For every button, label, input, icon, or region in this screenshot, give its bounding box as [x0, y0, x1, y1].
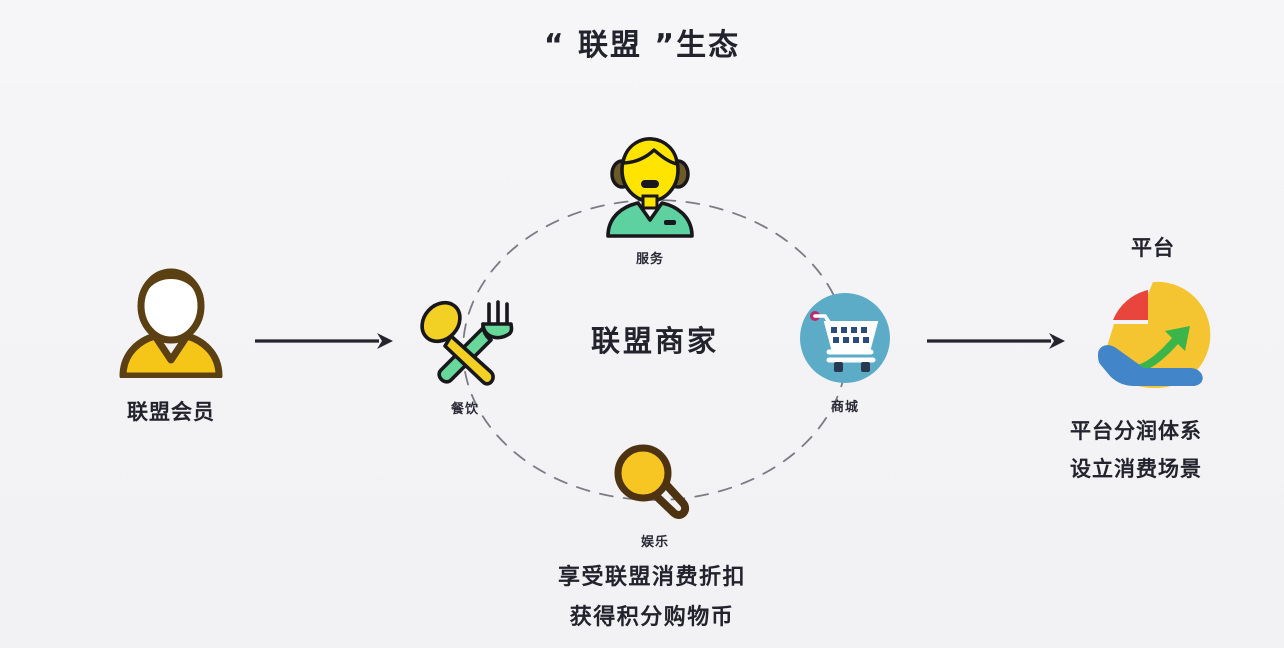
alliance-member-block: 联盟会员	[82, 268, 260, 426]
platform-line-1: 平台分润体系	[1070, 419, 1202, 443]
benefit-line-1: 享受联盟消费折扣	[557, 565, 746, 590]
magnifier-pan-icon	[595, 443, 715, 527]
benefit-line-2: 获得积分购物币	[569, 605, 735, 630]
spoon-fork-icon	[405, 296, 525, 394]
alliance-merchants-label: 联盟商家	[590, 324, 719, 358]
service-agent-icon	[590, 130, 710, 242]
member-benefits-text: 享受联盟消费折扣 获得积分购物币	[452, 558, 852, 638]
platform-block: 平台 平台分润体系 设立消费场景	[1052, 232, 1262, 488]
node-service[interactable]: 服务	[590, 130, 710, 267]
alliance-member-label: 联盟会员	[127, 400, 215, 424]
shopping-cart-icon	[785, 288, 905, 392]
node-food-label: 餐饮	[450, 402, 479, 417]
node-food[interactable]: 餐饮	[405, 296, 525, 417]
node-mall-label: 商城	[830, 400, 859, 415]
node-mall[interactable]: 商城	[785, 288, 905, 415]
page-title: “ 联盟 ”生态	[543, 28, 741, 63]
arrow-merchants-to-platform	[925, 328, 1067, 358]
node-fun[interactable]: 娱乐	[595, 443, 715, 550]
node-service-label: 服务	[635, 252, 664, 267]
platform-line-2: 设立消费场景	[1070, 457, 1202, 481]
platform-description: 平台分润体系 设立消费场景	[1052, 412, 1262, 488]
platform-hand-pie-icon	[1078, 268, 1228, 396]
node-fun-label: 娱乐	[640, 535, 669, 550]
arrow-member-to-merchants	[253, 328, 395, 358]
member-person-icon	[82, 268, 260, 382]
platform-title: 平台	[1131, 236, 1175, 260]
